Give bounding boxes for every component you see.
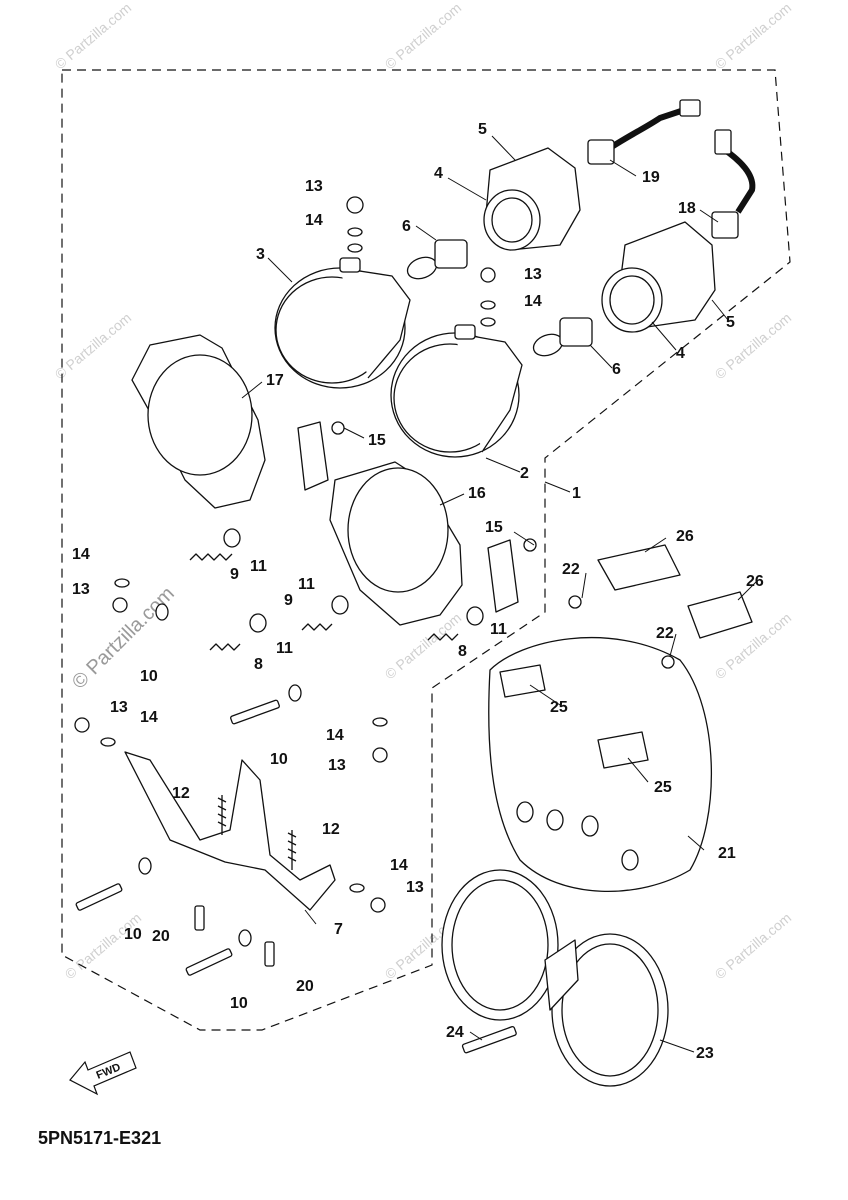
callout-22: 22 <box>562 561 580 578</box>
callout-5: 5 <box>478 121 487 138</box>
callout-10: 10 <box>270 751 288 768</box>
watermark: © Partzilla.com <box>382 0 465 72</box>
callout-15: 15 <box>485 519 503 536</box>
callout-22: 22 <box>656 625 674 642</box>
callout-5: 5 <box>726 314 735 331</box>
callout-25: 25 <box>550 699 568 716</box>
callout-8: 8 <box>458 643 467 660</box>
callout-12: 12 <box>322 821 340 838</box>
callout-14: 14 <box>72 546 90 563</box>
callout-17: 17 <box>266 372 284 389</box>
callout-14: 14 <box>305 212 323 229</box>
callout-10: 10 <box>124 926 142 943</box>
callout-2: 2 <box>520 465 529 482</box>
callout-18: 18 <box>678 200 696 217</box>
callout-14: 14 <box>326 727 344 744</box>
headlight-rim-pair <box>441 869 669 1087</box>
headlight-bracket-16 <box>329 461 463 626</box>
plate-26-lower <box>687 591 753 639</box>
callout-23: 23 <box>696 1045 714 1062</box>
callout-13: 13 <box>328 757 346 774</box>
watermark: © Partzilla.com <box>712 309 795 382</box>
headlight-unit-left <box>274 257 411 389</box>
watermark: © Partzilla.com <box>52 309 135 382</box>
socket-cover-lower <box>601 221 716 333</box>
pad-25-lower <box>597 731 649 769</box>
headlight-stay <box>124 751 336 911</box>
springs <box>189 553 459 870</box>
callout-11: 11 <box>276 640 293 657</box>
callout-6: 6 <box>402 218 411 235</box>
callout-9: 9 <box>230 566 239 583</box>
callout-10: 10 <box>140 668 158 685</box>
callout-13: 13 <box>524 266 542 283</box>
watermark: © Partzilla.com <box>62 909 145 982</box>
watermark: © Partzilla.com <box>52 0 135 72</box>
callout-20: 20 <box>296 978 314 995</box>
diagram-code: 5PN5171-E321 <box>38 1128 162 1148</box>
callout-13: 13 <box>110 699 128 716</box>
callout-13: 13 <box>406 879 424 896</box>
fasteners <box>74 196 675 1054</box>
watermark: © Partzilla.com <box>712 0 795 72</box>
callout-13: 13 <box>305 178 323 195</box>
callout-15: 15 <box>368 432 386 449</box>
washers <box>100 227 496 947</box>
callout-16: 16 <box>468 485 486 502</box>
callout-8: 8 <box>254 656 263 673</box>
callout-4: 4 <box>434 165 443 182</box>
callout-20: 20 <box>152 928 170 945</box>
callout-11: 11 <box>490 621 507 638</box>
assembly-boundary <box>61 69 791 1031</box>
wire-harness-18 <box>711 129 756 239</box>
callout-11: 11 <box>250 558 267 575</box>
fwd-arrow-icon: FWD <box>69 1051 137 1096</box>
plate-15-lower <box>487 539 519 613</box>
socket-cover-upper <box>483 147 581 251</box>
watermark: © Partzilla.com <box>712 909 795 982</box>
callout-12: 12 <box>172 785 190 802</box>
callouts: 5 4 6 13 14 3 19 18 13 14 5 4 6 17 15 2 … <box>72 121 764 1062</box>
callout-24: 24 <box>446 1024 464 1041</box>
callout-10: 10 <box>230 995 248 1012</box>
callout-1: 1 <box>572 485 581 502</box>
callout-14: 14 <box>140 709 158 726</box>
bulb-lower <box>532 317 593 357</box>
plate-15-upper <box>297 421 329 491</box>
callout-7: 7 <box>334 921 343 938</box>
wire-harness-19 <box>587 99 701 165</box>
callout-4: 4 <box>676 345 685 362</box>
headlight-unit-right <box>390 324 523 458</box>
callout-25: 25 <box>654 779 672 796</box>
callout-13: 13 <box>72 581 90 598</box>
callout-21: 21 <box>718 845 736 862</box>
bulb-upper <box>406 239 468 280</box>
callout-11: 11 <box>298 576 315 593</box>
plate-26-upper <box>597 544 681 591</box>
callout-9: 9 <box>284 592 293 609</box>
callout-26: 26 <box>676 528 694 545</box>
leader-lines <box>241 135 757 1053</box>
callout-14: 14 <box>390 857 408 874</box>
callout-3: 3 <box>256 246 265 263</box>
pad-25-upper <box>499 664 546 698</box>
callout-19: 19 <box>642 169 660 186</box>
headlight-cowling <box>488 636 712 892</box>
callout-26: 26 <box>746 573 764 590</box>
callout-6: 6 <box>612 361 621 378</box>
headlight-bracket-17 <box>131 334 266 509</box>
callout-14: 14 <box>524 293 542 310</box>
